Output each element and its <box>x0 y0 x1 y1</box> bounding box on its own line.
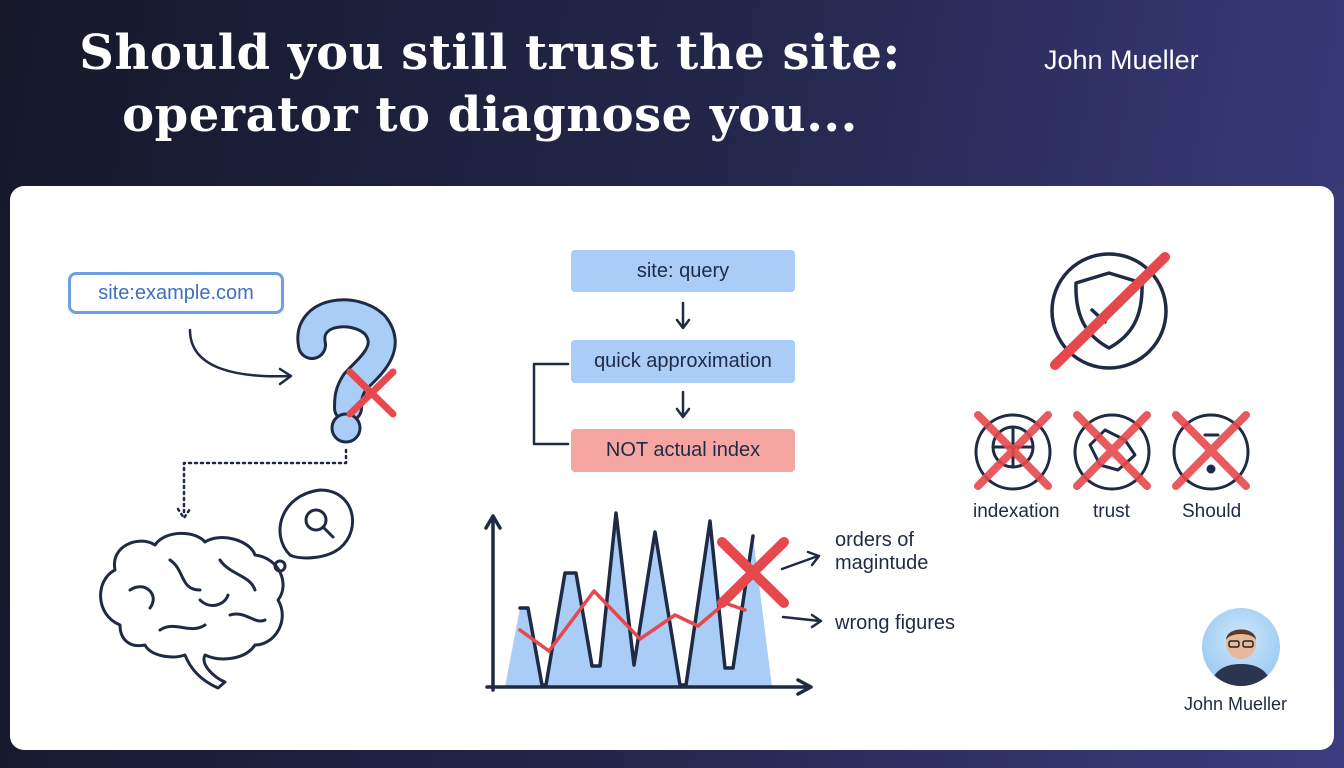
icon-label-should: Should <box>1182 501 1242 522</box>
annotation-orders: orders of magintude <box>835 529 928 575</box>
cross-icon <box>1073 411 1151 490</box>
title-line-2: operator to diagnose you... <box>122 87 858 143</box>
cross-icon <box>717 537 789 608</box>
warning-icon <box>1172 413 1250 491</box>
cross-icon <box>974 411 1052 490</box>
flow-step-site-query: site: query <box>571 250 795 292</box>
flow-step-approximation: quick approximation <box>571 340 795 383</box>
arrow-icon <box>780 550 821 571</box>
chart <box>484 511 823 696</box>
search-input: site:example.com <box>68 272 284 314</box>
brain-icon <box>99 531 285 690</box>
title-line-1: Should you still trust the site: <box>79 25 901 81</box>
person-icon <box>1210 629 1272 686</box>
dotted-arrow-icon <box>176 448 348 520</box>
annotation-line: magintude <box>835 552 929 574</box>
x-axis <box>485 678 813 696</box>
down-arrow-icon <box>675 390 691 419</box>
annotation-wrong-figures: wrong figures <box>835 612 956 634</box>
page-title: Should you still trust the site: operato… <box>40 22 940 146</box>
chart-line <box>518 511 755 687</box>
author-caption: John Mueller <box>1184 694 1288 714</box>
slash-icon <box>1050 252 1170 370</box>
arrow-icon <box>781 613 823 629</box>
bracket-line <box>532 362 570 446</box>
annotation-line: orders of <box>835 529 914 551</box>
icon-label-trust: trust <box>1093 501 1130 522</box>
icon-label-indexation: indexation <box>973 501 1060 522</box>
question-mark-icon <box>296 298 397 444</box>
y-axis <box>484 514 502 692</box>
down-arrow-icon <box>675 301 691 330</box>
magnifier-bubble-icon <box>273 488 355 573</box>
author-name: John Mueller <box>1044 45 1199 75</box>
cross-icon <box>346 368 397 418</box>
flow-step-not-index: NOT actual index <box>571 429 795 472</box>
curved-arrow-icon <box>188 328 293 386</box>
cross-icon <box>1172 411 1250 490</box>
avatar <box>1202 608 1280 686</box>
